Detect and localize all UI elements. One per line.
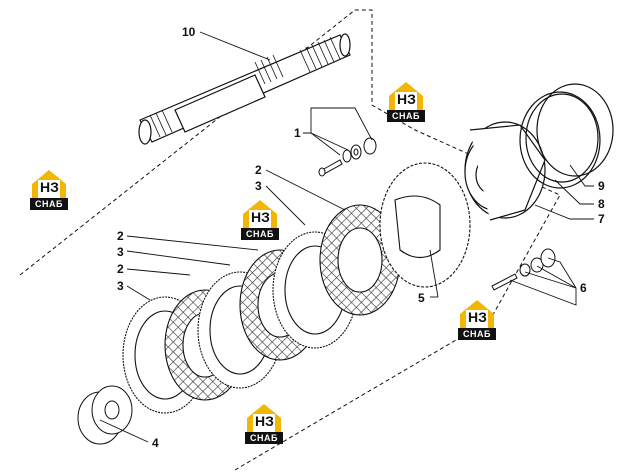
callout-5: 5	[418, 291, 425, 305]
callout-4: 4	[152, 436, 159, 450]
brand-logo: НЗ СНАБ	[387, 80, 425, 124]
brand-logo-tag: СНАБ	[245, 432, 283, 444]
spring-bolt-set	[491, 248, 556, 291]
seal-rings	[519, 83, 614, 189]
callout-2-lower: 2	[117, 262, 124, 276]
callout-3-upper: 3	[255, 179, 262, 193]
brand-logo-tag: СНАБ	[241, 228, 279, 240]
toothed-carrier-plate	[379, 162, 471, 288]
brand-logo-monogram: НЗ	[251, 209, 270, 225]
callout-1: 1	[294, 126, 301, 140]
callout-10: 10	[182, 25, 196, 39]
callout-8: 8	[598, 197, 605, 211]
brand-logo: НЗ СНАБ	[458, 298, 496, 342]
brand-logo-monogram: НЗ	[255, 413, 274, 429]
callout-2-middle: 2	[117, 229, 124, 243]
brand-logo-monogram: НЗ	[397, 91, 416, 107]
brand-logo-monogram: НЗ	[468, 309, 487, 325]
callout-3-middle: 3	[117, 245, 124, 259]
brand-logo: НЗ СНАБ	[245, 402, 283, 446]
leader-lines	[99, 31, 594, 443]
friction-disc-stack	[122, 204, 401, 414]
assembly-boundary	[19, 9, 561, 471]
clutch-piston-hub	[464, 121, 546, 221]
callout-9: 9	[598, 179, 605, 193]
brand-logo-tag: СНАБ	[458, 328, 496, 340]
brand-logo-monogram: НЗ	[40, 179, 59, 195]
brand-logo-tag: СНАБ	[387, 110, 425, 122]
callout-3-lower: 3	[117, 279, 124, 293]
callout-6: 6	[580, 281, 587, 295]
callout-2-upper: 2	[255, 163, 262, 177]
main-shaft	[138, 33, 351, 145]
brand-logo: НЗ СНАБ	[241, 198, 279, 242]
bolt-washer-set	[318, 137, 377, 177]
pinion-gear	[77, 385, 133, 445]
brand-logo-tag: СНАБ	[30, 198, 68, 210]
callout-7: 7	[598, 212, 605, 226]
brand-logo: НЗ СНАБ	[30, 168, 68, 212]
